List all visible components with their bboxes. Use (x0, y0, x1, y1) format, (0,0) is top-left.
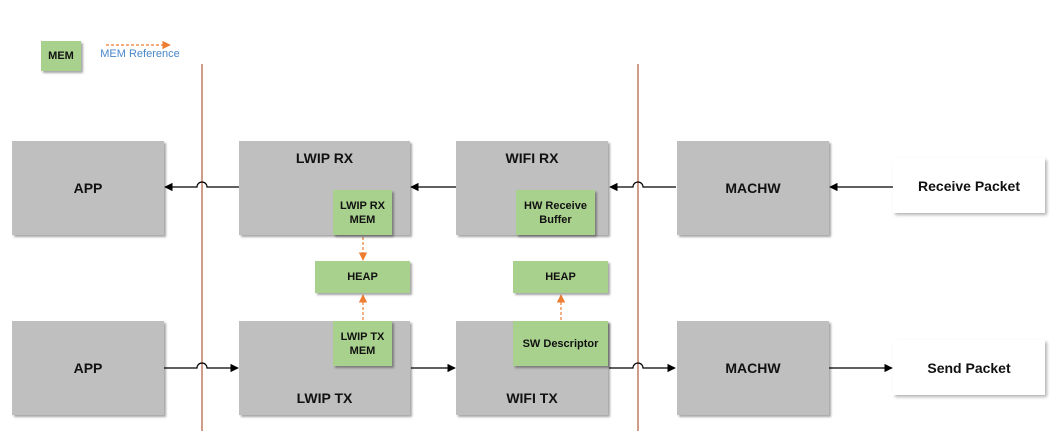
receive-packet-label: Receive Packet (918, 177, 1020, 194)
send-packet-block: Send Packet (893, 340, 1045, 395)
send-packet-label: Send Packet (927, 359, 1011, 376)
lwip-tx-mem-block: LWIP TX MEM (333, 321, 392, 366)
tx-app-block: APP (12, 321, 164, 415)
arrow-lwip-rx-to-app (164, 181, 239, 192)
lwip-rx-label: LWIP RX (295, 150, 354, 166)
wifi-heap-label: HEAP (545, 271, 576, 283)
legend-mem-reference-label: MEM Reference (100, 48, 180, 60)
tx-app-label: APP (73, 360, 103, 376)
rx-machw-label: MACHW (725, 180, 781, 196)
tx-machw-label: MACHW (725, 360, 781, 376)
sw-descriptor-block: SW Descriptor (513, 321, 608, 366)
lwip-tx-mem-label: LWIP TX MEM (340, 330, 385, 357)
wifi-tx-label: WIFI TX (506, 390, 558, 406)
hw-receive-buffer-label: HW Receive Buffer (524, 199, 587, 226)
lwip-rx-mem-block: LWIP RX MEM (333, 190, 392, 235)
wifi-rx-label: WIFI RX (505, 150, 559, 166)
rx-app-label: APP (73, 180, 103, 196)
sw-descriptor-label: SW Descriptor (522, 337, 599, 350)
arrow-machw-to-wifi-rx (609, 181, 676, 192)
rx-app-block: APP (12, 141, 164, 235)
hw-receive-buffer-block: HW Receive Buffer (516, 190, 595, 235)
legend-mem-swatch: MEM (41, 41, 81, 71)
wifi-heap-block: HEAP (513, 261, 608, 293)
legend-mem-label: MEM (48, 50, 74, 62)
rx-machw-block: MACHW (677, 141, 829, 235)
arrow-wifi-tx-to-machw (609, 362, 676, 373)
lwip-rx-mem-label: LWIP RX MEM (339, 199, 386, 226)
tx-machw-block: MACHW (677, 321, 829, 415)
lwip-heap-block: HEAP (315, 261, 410, 293)
arrow-app-to-lwip-tx (164, 362, 239, 373)
lwip-heap-label: HEAP (347, 271, 378, 283)
receive-packet-block: Receive Packet (893, 158, 1045, 213)
lwip-tx-label: LWIP TX (296, 390, 353, 406)
